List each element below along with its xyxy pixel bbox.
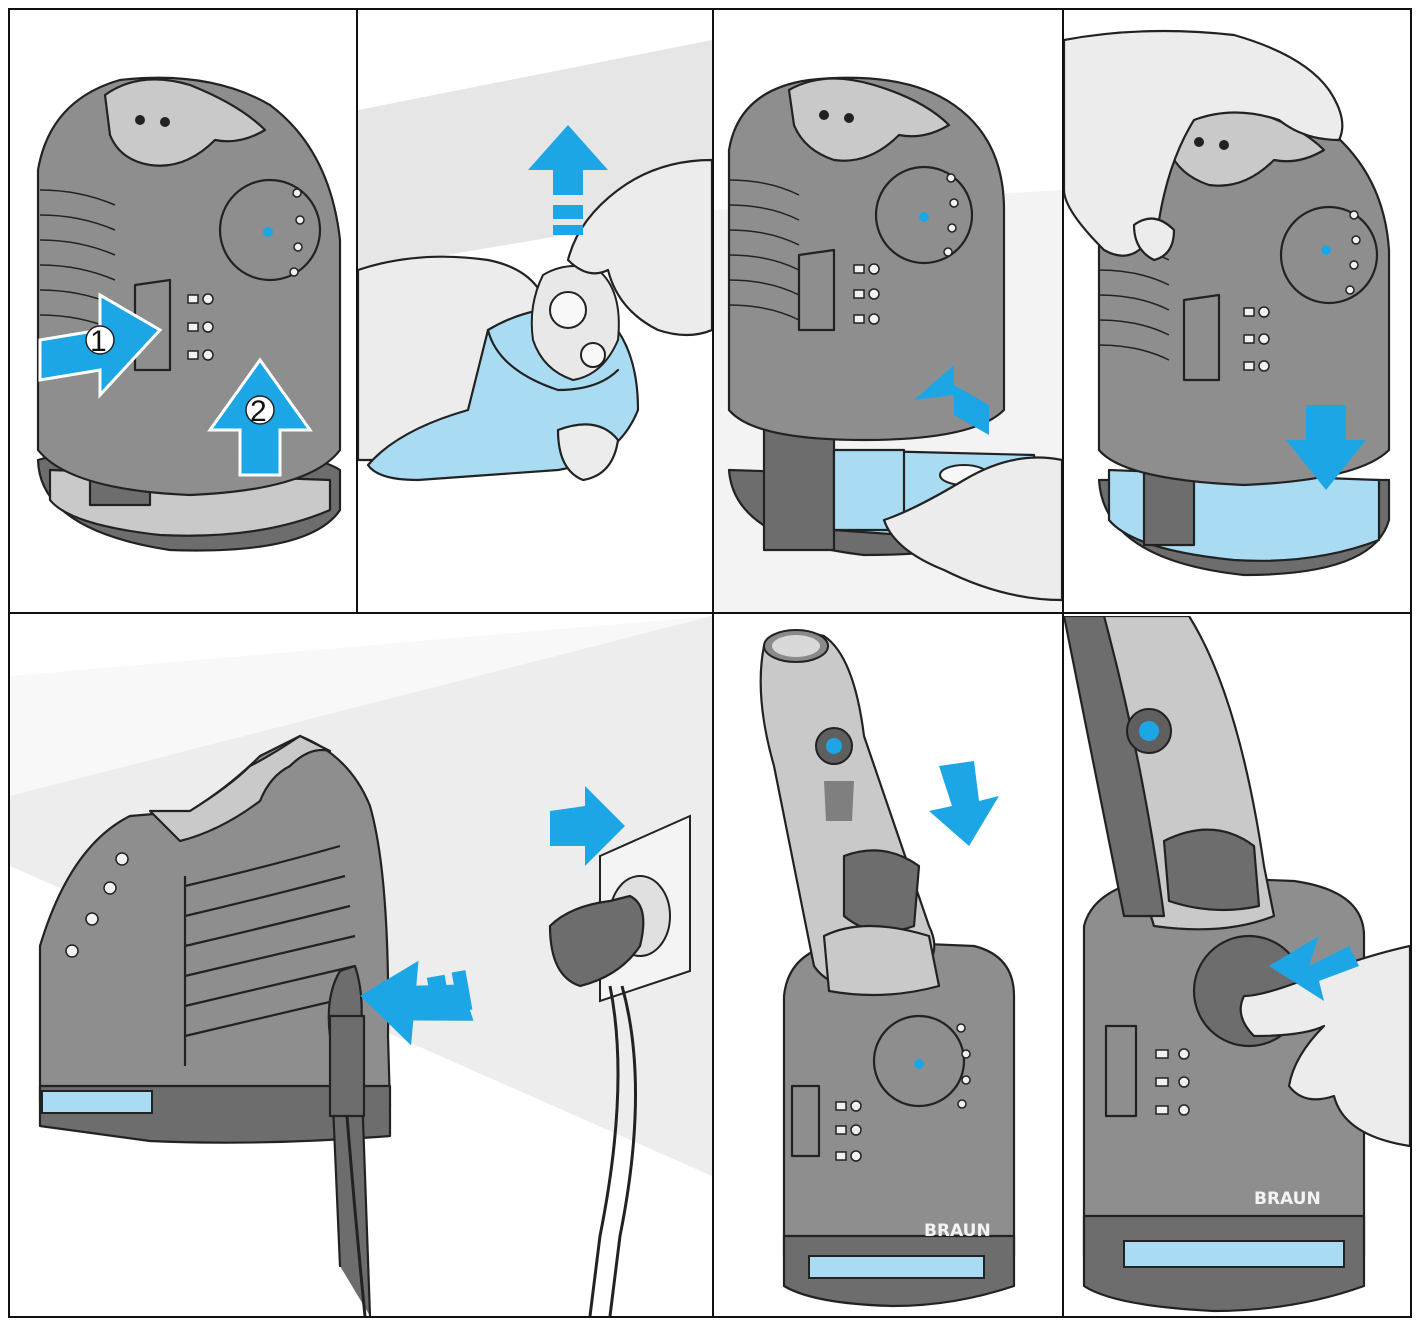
plug-in-illustration (10, 616, 712, 1316)
frame-border-right (1410, 8, 1412, 1318)
panel-insert-shaver: BRAUN (714, 616, 1062, 1316)
panel-press-station-down (1064, 10, 1410, 612)
col-divider-3 (1062, 8, 1064, 1318)
brand-logo-2: BRAUN (1254, 1189, 1321, 1209)
open-cartridge-illustration (358, 40, 712, 482)
frame-border-bottom (8, 1316, 1412, 1318)
press-station-illustration (1064, 29, 1391, 577)
press-power-illustration: BRAUN (1064, 616, 1410, 1313)
panel-insert-cartridge (714, 10, 1062, 612)
cleaning-station-illustration: 1 2 (36, 76, 342, 552)
panel-remove-cartridge: 1 2 (10, 10, 356, 612)
panel-plug-in-power (10, 616, 712, 1316)
insert-shaver-illustration: BRAUN (759, 629, 1016, 1308)
insert-cartridge-illustration (714, 76, 1062, 612)
row-divider (8, 612, 1412, 614)
panel-open-cartridge (358, 10, 712, 612)
col-divider-2 (712, 8, 714, 1318)
brand-logo: BRAUN (924, 1221, 991, 1241)
step-label-1: 1 (90, 325, 107, 358)
col-divider-1 (356, 8, 358, 614)
frame-border-left (8, 8, 10, 1318)
step-label-2: 2 (250, 395, 267, 428)
panel-press-power-button: BRAUN (1064, 616, 1410, 1316)
frame-border-top (8, 8, 1412, 10)
